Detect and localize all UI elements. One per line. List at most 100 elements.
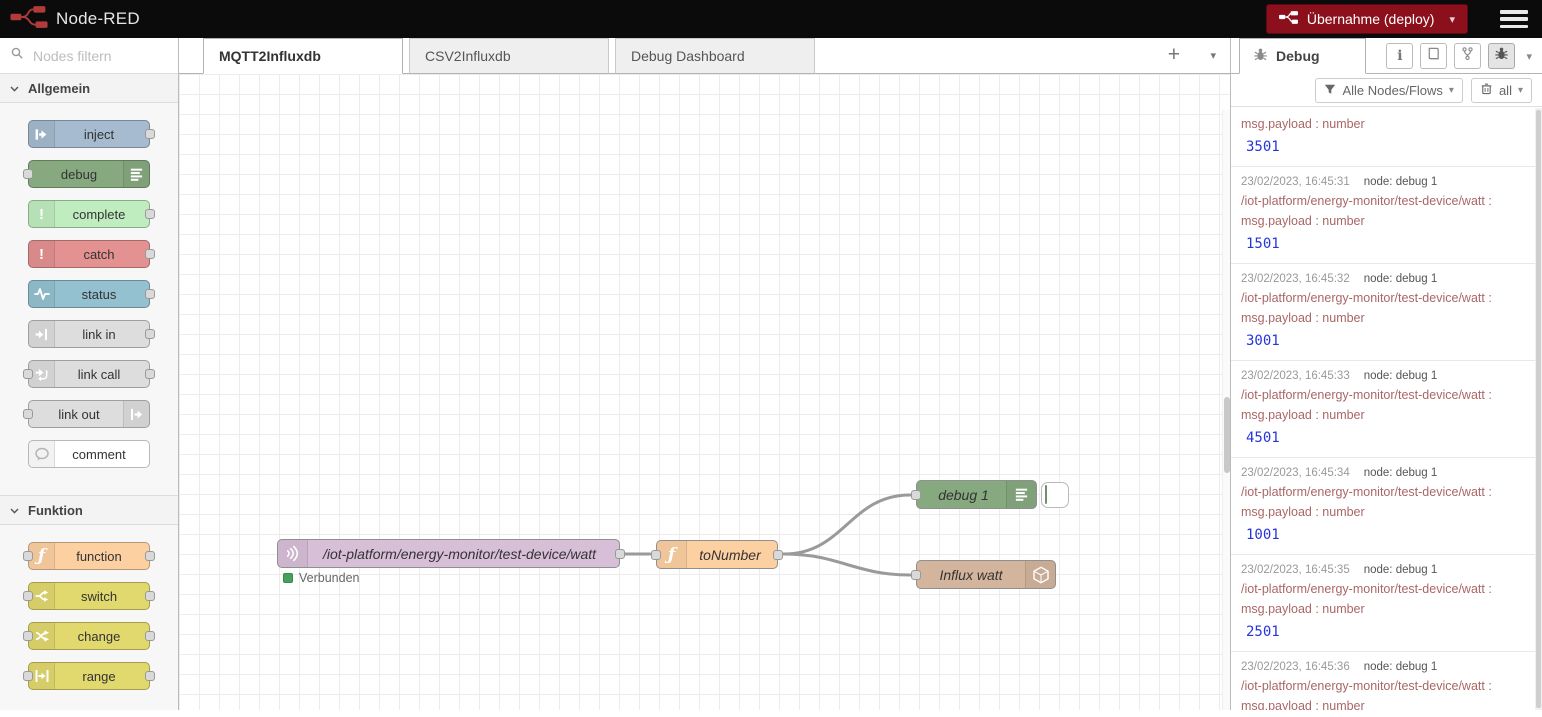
add-flow-button[interactable]: + — [1167, 43, 1180, 66]
output-port — [145, 289, 155, 299]
tab-debug-dashboard[interactable]: Debug Dashboard — [615, 38, 815, 74]
palette-node-label: comment — [72, 446, 126, 462]
palette-node-status[interactable]: status — [28, 280, 155, 308]
palette-node-switch[interactable]: switch — [23, 582, 155, 610]
message-value: 1501 — [1246, 236, 1280, 252]
message-topic: /iot-platform/energy-monitor/test-device… — [1241, 582, 1492, 596]
sidebar-caret-icon[interactable]: ▾ — [1526, 50, 1532, 63]
message-node: node: debug 1 — [1363, 273, 1438, 285]
flow-node-debug[interactable]: debug 1 — [911, 480, 1069, 509]
debug-filter-label: Alle Nodes/Flows — [1342, 82, 1443, 98]
palette-node-change[interactable]: change — [23, 622, 155, 650]
wire-function-to-influx[interactable] — [782, 552, 912, 577]
debug-sidebar: Debug i — [1230, 38, 1542, 710]
palette-node-label: function — [76, 548, 122, 564]
flow-canvas[interactable]: /iot-platform/energy-monitor/test-device… — [179, 74, 1230, 710]
bug-icon — [1253, 47, 1268, 65]
debug-clear-button[interactable]: all ▾ — [1470, 77, 1532, 103]
debug-tab-button[interactable] — [1488, 43, 1516, 69]
info-tab-button[interactable]: i — [1386, 43, 1414, 69]
palette-node-complete[interactable]: !complete — [28, 200, 155, 228]
message-value: 1001 — [1246, 527, 1280, 543]
palette-node-debug[interactable]: debug — [23, 160, 150, 188]
message-timestamp: 23/02/2023, 16:45:33 — [1241, 370, 1350, 382]
function-icon: ƒ — [657, 541, 687, 568]
palette-node-catch[interactable]: !catch — [28, 240, 155, 268]
history-tab-button[interactable] — [1454, 43, 1482, 69]
deploy-button-label: Übernahme (deploy) — [1306, 11, 1435, 27]
debug-toolbar: Alle Nodes/Flows ▾ all ▾ — [1231, 74, 1542, 107]
output-port[interactable] — [773, 549, 783, 560]
palette-search[interactable] — [0, 38, 178, 73]
help-tab-button[interactable] — [1420, 43, 1448, 69]
message-value: 3501 — [1246, 139, 1280, 155]
status-text: Verbunden — [299, 571, 360, 585]
output-port — [145, 591, 155, 601]
output-port[interactable] — [615, 548, 625, 559]
palette-category-allgemein[interactable]: Allgemein — [0, 73, 178, 103]
flow-node-label: debug 1 — [938, 486, 989, 503]
input-port[interactable] — [911, 489, 921, 500]
trash-icon — [1480, 82, 1493, 98]
palette-node-range[interactable]: range — [23, 662, 155, 690]
status-icon — [29, 281, 55, 307]
palette-node-link-call[interactable]: link call — [23, 360, 155, 388]
tab-csv2influxdb[interactable]: CSV2Influxdb — [409, 38, 609, 74]
message-value: 2501 — [1246, 624, 1280, 640]
wire-function-to-debug[interactable] — [782, 493, 912, 556]
palette-node-inject[interactable]: inject — [28, 120, 155, 148]
flow-node-function[interactable]: ƒ toNumber — [651, 540, 783, 569]
git-branch-icon — [1460, 46, 1475, 66]
palette-node-label: status — [81, 286, 117, 302]
message-payload-label: msg.payload : number — [1241, 214, 1365, 228]
flow-node-influxdb[interactable]: Influx watt — [911, 560, 1056, 589]
input-port[interactable] — [651, 549, 661, 560]
flow-list-caret-icon[interactable]: ▾ — [1210, 50, 1216, 62]
sidebar-tab-debug[interactable]: Debug — [1239, 38, 1366, 74]
debug-scrollbar-thumb[interactable] — [1536, 110, 1541, 708]
node-search-input[interactable] — [31, 46, 161, 65]
node-status: Verbunden — [283, 571, 359, 585]
deploy-button[interactable]: Übernahme (deploy) ▾ — [1265, 4, 1468, 34]
palette-node-link-in[interactable]: link in — [28, 320, 155, 348]
link-in-icon — [29, 321, 55, 347]
debug-filter-button[interactable]: Alle Nodes/Flows ▾ — [1315, 77, 1463, 103]
canvas-scrollbar[interactable] — [1222, 110, 1230, 710]
exclamation-icon: ! — [29, 201, 55, 227]
status-dot — [283, 573, 293, 583]
canvas-scrollbar-thumb[interactable] — [1224, 397, 1230, 473]
debug-icon — [123, 161, 149, 187]
palette-node-label: catch — [83, 246, 115, 262]
input-port[interactable] — [911, 569, 921, 580]
debug-enable-toggle[interactable] — [1041, 482, 1069, 508]
palette-category-funktion[interactable]: Funktion — [0, 495, 178, 525]
tab-mqtt2influxdb[interactable]: MQTT2Influxdb — [203, 38, 403, 74]
debug-scrollbar[interactable] — [1535, 108, 1542, 710]
message-payload-label: msg.payload : number — [1241, 311, 1365, 325]
deploy-caret-icon[interactable]: ▾ — [1449, 13, 1455, 26]
chevron-down-icon: ▾ — [1448, 84, 1454, 96]
message-topic: /iot-platform/energy-monitor/test-device… — [1241, 485, 1492, 499]
palette-node-link-out[interactable]: link out — [23, 400, 150, 428]
palette-node-label: inject — [83, 126, 115, 142]
message-topic: /iot-platform/energy-monitor/test-device… — [1241, 291, 1492, 305]
palette-category-label: Funktion — [28, 502, 83, 518]
inject-icon — [29, 121, 55, 147]
main-menu-button[interactable] — [1500, 8, 1528, 30]
node-palette: Allgemeininjectdebug!complete!catchstatu… — [0, 38, 179, 710]
message-topic: /iot-platform/energy-monitor/test-device… — [1241, 194, 1492, 208]
flow-node-label: /iot-platform/energy-monitor/test-device… — [322, 545, 597, 562]
node-red-logo-icon — [10, 5, 48, 34]
flow-node-mqtt-in[interactable]: /iot-platform/energy-monitor/test-device… — [277, 539, 625, 568]
output-port — [145, 249, 155, 259]
palette-node-comment[interactable]: comment — [28, 440, 150, 468]
